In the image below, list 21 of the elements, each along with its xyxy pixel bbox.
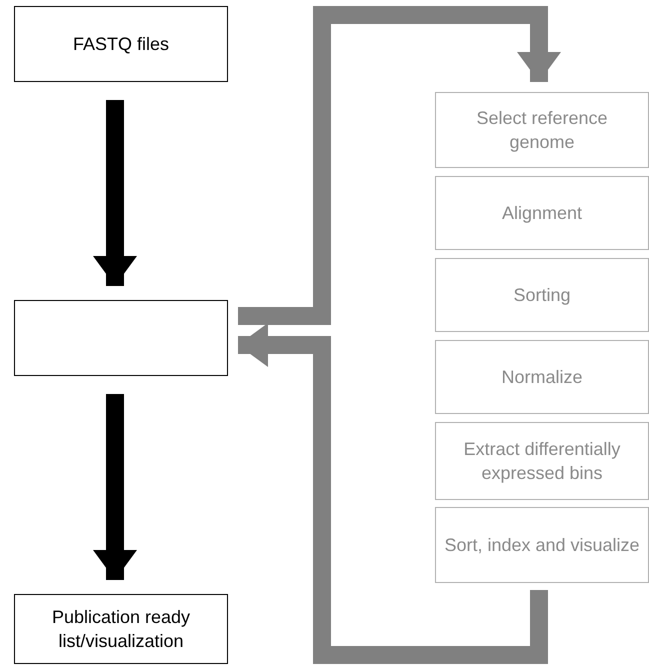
process-box: [435, 340, 649, 414]
box-label: Sort, index and visualize: [444, 534, 640, 557]
arrow: [238, 6, 561, 325]
box-label: Sorting: [513, 284, 571, 307]
box-label: Select reference genome: [475, 107, 609, 154]
process-box: [14, 6, 228, 82]
arrow: [238, 323, 548, 664]
arrow: [93, 394, 137, 580]
box-label: Normalize: [501, 366, 583, 389]
arrow: [93, 100, 137, 286]
process-box: [435, 258, 649, 332]
box-label: FASTQ files: [72, 33, 170, 56]
process-box: [435, 507, 649, 583]
process-box: [435, 422, 649, 500]
process-box: [14, 300, 228, 376]
process-box: [435, 92, 649, 168]
process-box: [435, 176, 649, 250]
box-label: Publication ready list/visualization: [50, 606, 192, 653]
process-box: [14, 594, 228, 664]
box-label: Alignment: [502, 202, 582, 225]
box-label: Extract differentially expressed bins: [462, 438, 622, 485]
